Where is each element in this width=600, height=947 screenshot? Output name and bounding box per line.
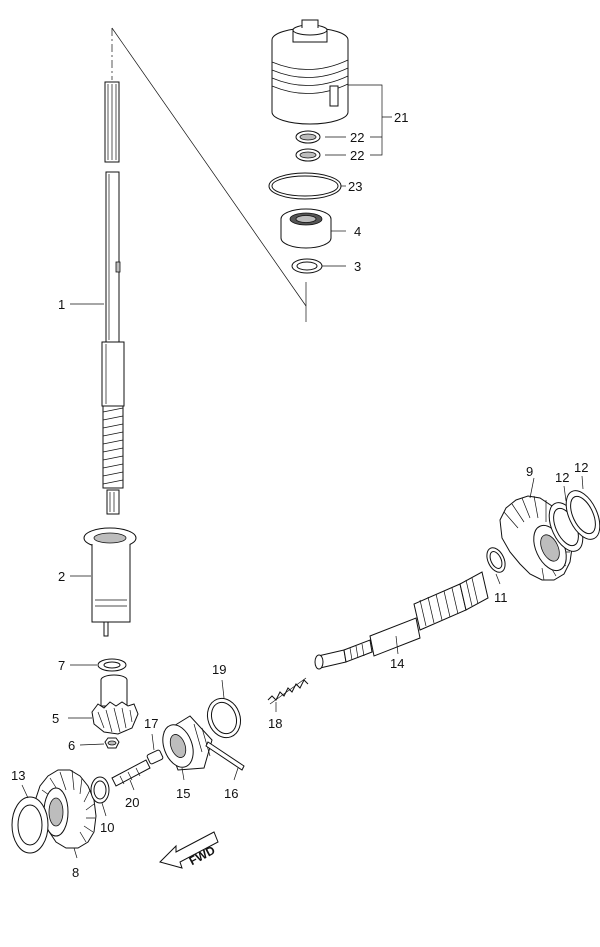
part-label-9: 9 xyxy=(526,464,533,479)
spacer-22-lower xyxy=(295,148,321,162)
clutch-15 xyxy=(162,715,213,771)
forward-direction-arrow: FWD xyxy=(159,831,219,869)
pinion-gear-5 xyxy=(91,674,139,735)
part-label-12-outer: 12 xyxy=(574,460,588,475)
bearing-4 xyxy=(280,208,332,249)
part-label-10: 10 xyxy=(100,820,114,835)
part-labels: 1 2 3 4 5 6 7 8 9 10 11 12 12 13 14 15 1… xyxy=(11,110,588,880)
part-label-22-upper: 22 xyxy=(350,130,364,145)
part-label-14: 14 xyxy=(390,656,404,671)
part-label-5: 5 xyxy=(52,711,59,726)
spacer-22-upper xyxy=(295,130,321,144)
circlip-3 xyxy=(291,258,323,274)
part-label-11: 11 xyxy=(494,590,508,605)
nut-6 xyxy=(104,737,120,749)
part-label-19: 19 xyxy=(212,662,226,677)
part-label-13: 13 xyxy=(11,768,25,783)
shim-12b xyxy=(565,490,600,540)
propeller-shaft-14 xyxy=(314,571,489,670)
part-label-3: 3 xyxy=(354,259,361,274)
washer-10 xyxy=(90,776,110,804)
part-label-18: 18 xyxy=(268,716,282,731)
part-label-21: 21 xyxy=(394,110,408,125)
part-label-8: 8 xyxy=(72,865,79,880)
part-label-2: 2 xyxy=(58,569,65,584)
part-label-23: 23 xyxy=(348,179,362,194)
pin-16 xyxy=(205,741,245,771)
drive-shaft xyxy=(101,28,125,515)
part-label-1: 1 xyxy=(58,297,65,312)
part-label-22-lower: 22 xyxy=(350,148,364,163)
reference-lines xyxy=(111,27,307,322)
part-label-12-inner: 12 xyxy=(555,470,569,485)
push-rod-20 xyxy=(111,759,151,787)
leader-lines xyxy=(21,84,584,859)
spring-18 xyxy=(267,677,309,705)
o-ring-23 xyxy=(268,172,342,200)
washer-7 xyxy=(97,658,127,672)
o-ring-19 xyxy=(206,697,242,739)
part-label-17: 17 xyxy=(144,716,158,731)
part-label-16: 16 xyxy=(224,786,238,801)
bushing-2 xyxy=(83,527,137,637)
part-label-15: 15 xyxy=(176,786,190,801)
shim-13 xyxy=(11,796,49,854)
part-label-6: 6 xyxy=(68,738,75,753)
shaft-threads xyxy=(102,405,124,489)
pin-17 xyxy=(146,749,164,765)
forward-gear-8 xyxy=(35,769,97,849)
part-label-4: 4 xyxy=(354,224,361,239)
washer-11 xyxy=(486,547,506,573)
shaft-housing xyxy=(271,19,349,125)
part-label-7: 7 xyxy=(58,658,65,673)
part-label-20: 20 xyxy=(125,795,139,810)
